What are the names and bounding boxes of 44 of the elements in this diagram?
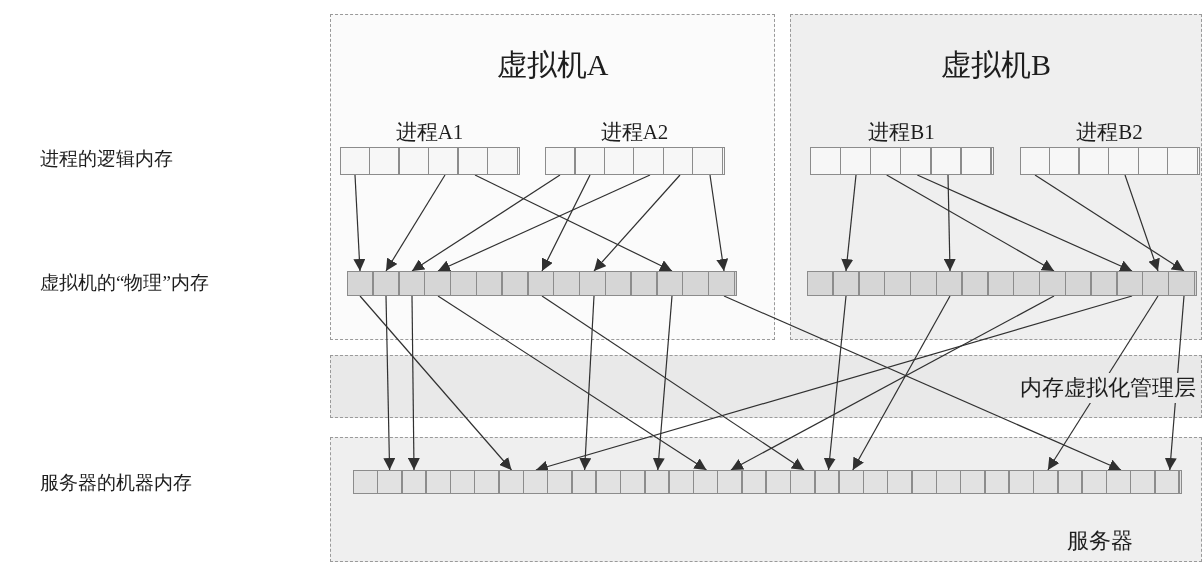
- memory-array: [806, 270, 1197, 296]
- arrow: [1164, 295, 1185, 471]
- arrow: [1047, 295, 1159, 471]
- process-label: 进程A2: [600, 118, 669, 146]
- row-label: 服务器的机器内存: [40, 471, 192, 495]
- arrow: [852, 295, 951, 471]
- process-label: 进程A1: [395, 118, 464, 146]
- virtual-machine-panel: [330, 14, 775, 340]
- row-label: 虚拟机的“物理”内存: [40, 271, 209, 295]
- arrow: [437, 295, 708, 471]
- arrow: [541, 295, 805, 471]
- process-label: 进程B2: [1076, 118, 1143, 146]
- arrow: [535, 295, 1133, 473]
- arrow: [709, 174, 729, 272]
- memory-array: [352, 469, 1182, 494]
- memory-array: [346, 270, 737, 296]
- panel-title: 虚拟机B: [940, 47, 1052, 83]
- arrow: [730, 295, 1055, 471]
- arrow: [823, 295, 847, 471]
- layer-label: 内存虚拟化管理层: [1018, 373, 1198, 403]
- arrow: [541, 174, 591, 272]
- process-label: 进程B1: [868, 118, 935, 146]
- virtual-machine-panel: [790, 14, 1202, 340]
- arrow: [1124, 174, 1160, 272]
- arrow: [652, 295, 673, 471]
- arrow: [841, 174, 857, 272]
- arrow: [886, 174, 1055, 272]
- panel-title: 虚拟机A: [495, 47, 610, 83]
- arrow: [474, 174, 673, 272]
- row-label: 进程的逻辑内存: [40, 147, 173, 171]
- arrow: [723, 295, 1122, 471]
- arrow: [411, 174, 561, 272]
- arrow: [916, 174, 1133, 272]
- server-panel: [330, 437, 1202, 562]
- arrow: [437, 174, 651, 272]
- arrow: [385, 174, 446, 272]
- arrow: [1034, 174, 1185, 272]
- arrow: [579, 295, 595, 471]
- arrow: [943, 174, 956, 272]
- arrow: [383, 295, 396, 471]
- arrow: [353, 174, 366, 272]
- arrow: [593, 174, 681, 272]
- arrow: [359, 295, 513, 471]
- arrow: [407, 295, 420, 471]
